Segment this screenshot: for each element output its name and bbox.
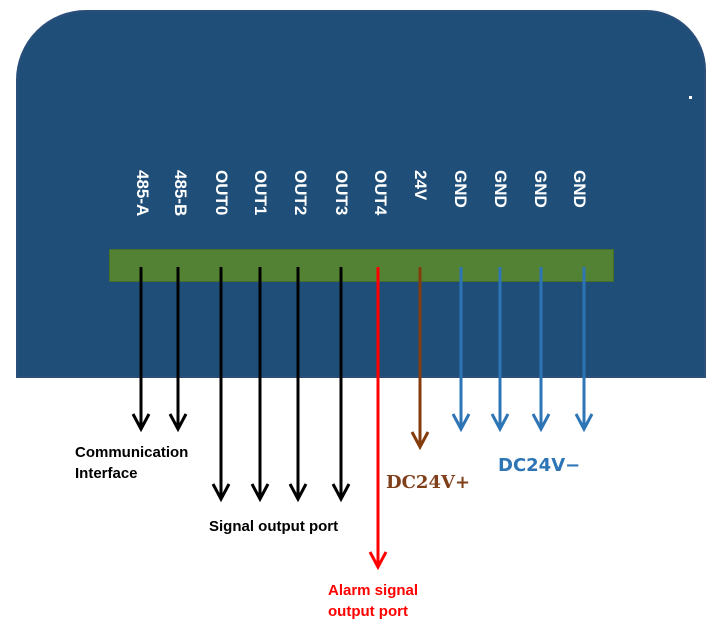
arrow-down-icon xyxy=(331,483,351,503)
terminal-block xyxy=(109,249,614,282)
arrow-down-icon xyxy=(288,483,308,503)
arrow-down-icon xyxy=(368,551,388,571)
wire-gnd-2 xyxy=(490,267,510,433)
arrow-down-icon xyxy=(410,431,430,451)
communication-caption-line-2: Interface xyxy=(75,465,138,482)
wire-485-b xyxy=(168,267,188,433)
wire-gnd-1 xyxy=(451,267,471,433)
arrow-down-icon xyxy=(574,413,594,433)
wire-out1 xyxy=(250,267,270,503)
alarm-output-caption: Alarm signal output port xyxy=(328,580,418,622)
signal-output-caption: Signal output port xyxy=(209,518,339,535)
communication-interface-caption: Communication Interface xyxy=(75,442,188,484)
alarm-caption-line-2: output port xyxy=(328,603,408,620)
wire-24v xyxy=(410,267,430,451)
wire-out3 xyxy=(331,267,351,503)
wire-out2 xyxy=(288,267,308,503)
wire-out4 xyxy=(368,267,388,571)
wire-gnd-3 xyxy=(531,267,551,433)
wire-gnd-4 xyxy=(574,267,594,433)
arrow-down-icon xyxy=(451,413,471,433)
board-marker-dot xyxy=(689,96,692,99)
dc24v-plus-caption: DC24V+ xyxy=(386,472,471,493)
arrow-down-icon xyxy=(490,413,510,433)
communication-caption-line-1: Communication xyxy=(75,444,189,461)
wire-485-a xyxy=(131,267,151,433)
device-board xyxy=(16,10,706,378)
arrow-down-icon xyxy=(250,483,270,503)
arrow-down-icon xyxy=(131,413,151,433)
wire-out0 xyxy=(211,267,231,503)
alarm-caption-line-1: Alarm signal xyxy=(328,582,419,599)
arrow-down-icon xyxy=(168,413,188,433)
arrow-down-icon xyxy=(211,483,231,503)
dc24v-minus-caption: DC24V− xyxy=(498,455,581,476)
arrow-down-icon xyxy=(531,413,551,433)
